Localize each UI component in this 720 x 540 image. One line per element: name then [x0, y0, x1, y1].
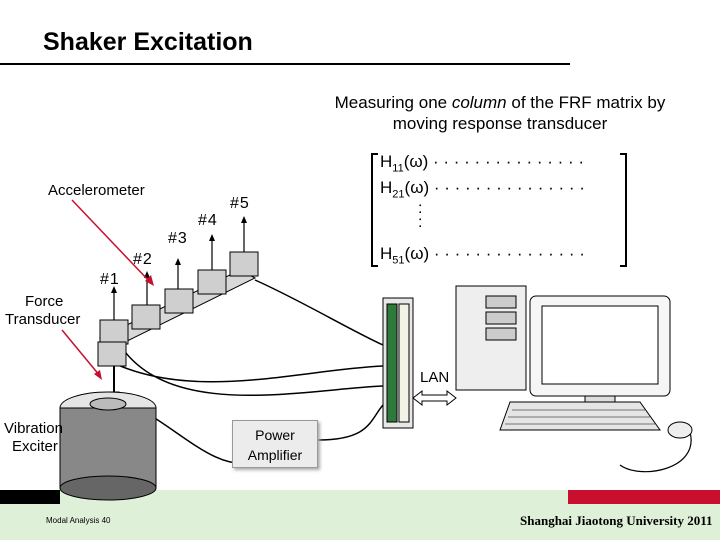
footer-accent-left [0, 490, 60, 504]
caption-text-c: moving response transducer [392, 114, 608, 133]
matrix-row-h21: H21(ω) · · · · · · · · · · · · · · · [380, 178, 585, 201]
matrix-row-h11: H11(ω) · · · · · · · · · · · · · · · [380, 152, 585, 175]
accelerometer-label: Accelerometer [48, 182, 145, 199]
force-transducer-label-1: Force [25, 293, 64, 310]
point-label-5: #5 [230, 195, 250, 212]
slide-title: Shaker Excitation [43, 28, 253, 56]
point-label-2: #2 [133, 251, 153, 268]
footer-right-text: Shanghai Jiaotong University 2011 [520, 513, 713, 528]
point-label-4: #4 [198, 212, 218, 229]
exciter-label-1: Vibration [4, 420, 63, 437]
lan-label: LAN [420, 369, 450, 386]
exciter-label-2: Exciter [12, 438, 58, 455]
caption-text-a: Measuring one [334, 93, 452, 112]
amplifier-label-2: Amplifier [247, 447, 303, 463]
footer-accent-right [568, 490, 720, 504]
point-label-3: #3 [168, 230, 188, 247]
caption-text-b: of the FRF matrix by [506, 93, 666, 112]
amplifier-label-1: Power [255, 427, 295, 443]
matrix-row-h51: H51(ω) · · · · · · · · · · · · · · · [380, 244, 585, 267]
force-transducer-label-2: Transducer [5, 311, 81, 328]
matrix-brackets [371, 153, 627, 267]
footer-left-text: Modal Analysis 40 [46, 516, 111, 525]
power-amplifier-box: Power Amplifier [232, 420, 318, 468]
title-underline [0, 63, 570, 65]
matrix-vdots-a: : [418, 200, 423, 217]
point-label-1: #1 [100, 271, 120, 288]
frf-matrix: H11(ω) · · · · · · · · · · · · · · · H21… [370, 152, 630, 270]
caption-emphasis: column [451, 93, 507, 112]
slide-caption: Measuring one column of the FRF matrix b… [290, 92, 710, 134]
matrix-vdots-b: : [418, 214, 423, 231]
